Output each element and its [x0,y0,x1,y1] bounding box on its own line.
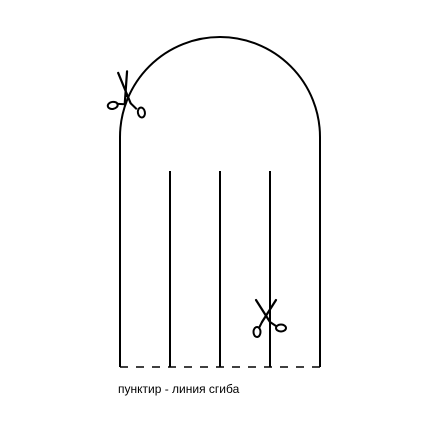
scissors-icon [106,70,146,119]
scissors-icon [252,298,287,338]
fold-line-caption: пунктир - линия сгиба [118,382,240,396]
